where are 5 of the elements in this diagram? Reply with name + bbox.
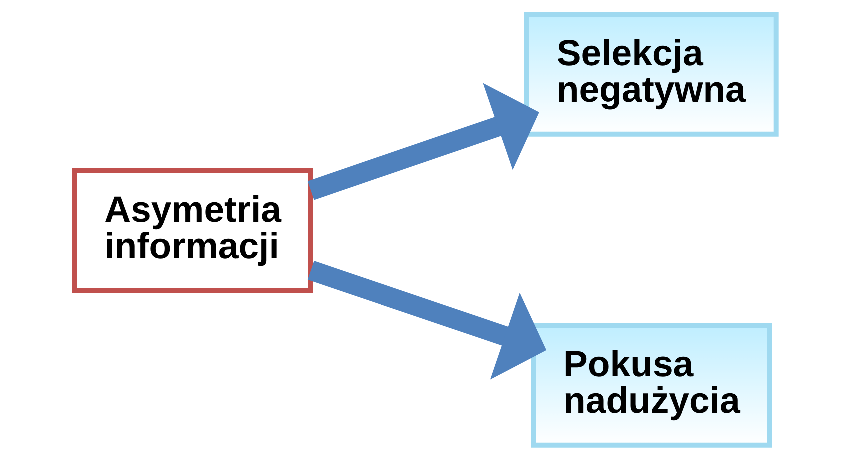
node-box: Pokusa nadużycia — [531, 323, 772, 448]
node-box: Selekcja negatywna — [524, 12, 779, 137]
arrow — [308, 261, 547, 380]
node-box: Asymetria informacji — [72, 168, 314, 294]
arrow — [308, 83, 540, 200]
